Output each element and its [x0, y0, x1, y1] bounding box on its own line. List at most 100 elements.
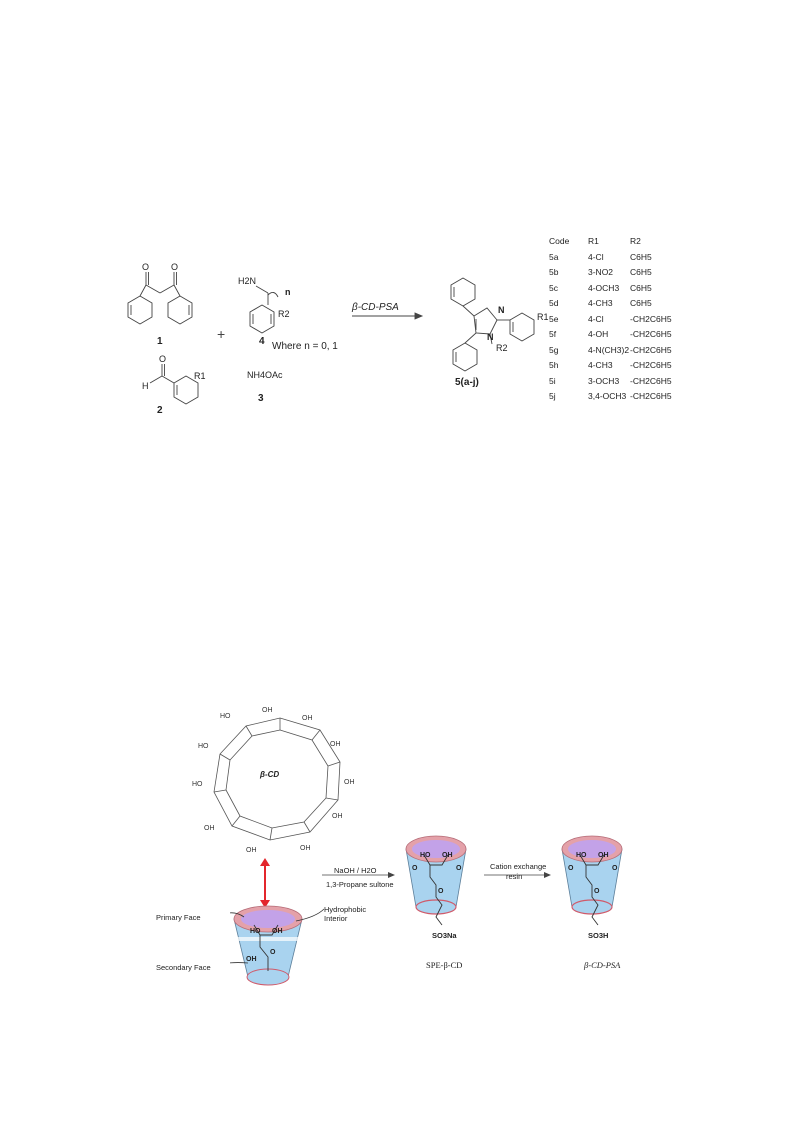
cyclodextrin-ring: OH OH OH OH OH OH OH OH HO HO HO: [192, 707, 355, 854]
svg-text:OH: OH: [344, 779, 355, 786]
product-r2: R2: [496, 343, 508, 353]
cell-r1: 4-Cl: [588, 313, 604, 324]
product-label: 5(a-j): [455, 377, 479, 388]
svg-text:HO: HO: [220, 713, 231, 720]
cell-code: 5i: [549, 375, 556, 386]
so3na-label: SO3Na: [432, 931, 457, 940]
header-r2: R2: [630, 236, 641, 246]
scheme1-drawing: [127, 272, 535, 405]
psa-label: β-CD-PSA: [584, 960, 621, 970]
svg-text:OH: OH: [262, 707, 273, 714]
svg-text:OH: OH: [332, 813, 343, 820]
step1-top-label: NaOH / H2O: [334, 866, 377, 875]
svg-text:O: O: [612, 865, 618, 872]
cell-code: 5b: [549, 267, 559, 277]
imidazole-n2: N: [487, 332, 494, 342]
secondary-face-label: Secondary Face: [156, 963, 211, 972]
where-n-text: Where n = 0, 1: [272, 341, 338, 352]
double-arrow: [260, 858, 270, 908]
amine-h2n: H2N: [238, 276, 257, 286]
hydrophobic-label: Hydrophobic: [324, 905, 367, 914]
table-row: 5c 4-OCH3 C6H5: [545, 283, 675, 299]
cell-code: 5a: [549, 251, 559, 262]
table-row: 5i 3-OCH3 -CH2C6H5: [545, 376, 675, 392]
compound-2-label: 2: [157, 405, 163, 416]
cell-r1: 4-OH: [588, 329, 609, 339]
svg-text:HO: HO: [576, 852, 587, 859]
svg-text:HO: HO: [198, 743, 209, 750]
cell-r1: 4-OCH3: [588, 282, 620, 293]
cell-r2: -CH2C6H5: [630, 313, 672, 324]
step1-bottom-label: 1,3-Propane sultone: [326, 880, 394, 889]
amine-n: n: [285, 287, 291, 297]
table-row: 5b 3-NO2 C6H5: [545, 267, 675, 283]
spe-label: SPE-β-CD: [426, 960, 463, 970]
primary-face-label: Primary Face: [156, 913, 201, 922]
svg-text:O: O: [438, 888, 444, 895]
cell-code: 5h: [549, 360, 559, 370]
nh4oac-label: NH4OAc: [247, 370, 283, 380]
aldehyde-h: H: [142, 381, 149, 391]
cone-a: HO OH O OH: [233, 905, 303, 986]
amine-r2: R2: [278, 309, 290, 319]
cell-code: 5f: [549, 329, 557, 339]
svg-text:OH: OH: [246, 956, 257, 963]
product-r1: R1: [537, 312, 549, 322]
svg-text:HO: HO: [420, 852, 431, 859]
svg-text:O: O: [270, 949, 276, 956]
plus-sign: +: [217, 326, 226, 342]
table-row: 5f 4-OH -CH2C6H5: [545, 329, 675, 345]
cell-code: 5c: [549, 282, 558, 293]
r1-aldehyde: R1: [194, 371, 206, 381]
svg-text:OH: OH: [246, 847, 257, 854]
svg-text:OH: OH: [330, 741, 341, 748]
cell-r1: 4-CH3: [588, 298, 613, 308]
cell-r1: 3-OCH3: [588, 375, 620, 386]
cell-code: 5d: [549, 298, 559, 308]
cd-label: β-CD: [260, 770, 280, 779]
cell-r2: -CH2C6H5: [630, 360, 672, 370]
table-row: 5e 4-Cl -CH2C6H5: [545, 314, 675, 330]
imidazole-n1: N: [498, 305, 505, 315]
catalyst-label: β-CD-PSA: [352, 302, 399, 313]
table-header-row: Code R1 R2: [545, 236, 675, 252]
cell-code: 5e: [549, 313, 559, 324]
cell-r2: -CH2C6H5: [630, 344, 672, 355]
header-code: Code: [549, 236, 570, 246]
benzil-o-right: O: [171, 262, 179, 272]
cell-r1: 4-CH3: [588, 360, 613, 370]
cell-r2: C6H5: [630, 282, 652, 293]
header-r1: R1: [588, 236, 599, 246]
svg-text:OH: OH: [302, 715, 313, 722]
cell-r2: C6H5: [630, 267, 652, 277]
cell-code: 5g: [549, 344, 559, 355]
svg-text:HO: HO: [192, 781, 203, 788]
aldehyde-o: O: [159, 354, 167, 364]
svg-text:OH: OH: [272, 928, 283, 935]
svg-text:OH: OH: [598, 852, 609, 859]
compound-4-label: 4: [259, 336, 265, 347]
interior-label: Interior: [324, 914, 348, 923]
cell-r1: 3,4-OCH3: [588, 391, 627, 401]
cell-r2: C6H5: [630, 298, 652, 308]
table-row: 5d 4-CH3 C6H5: [545, 298, 675, 314]
svg-text:OH: OH: [300, 845, 311, 852]
cell-r1: 4-Cl: [588, 251, 604, 262]
svg-text:OH: OH: [442, 852, 453, 859]
cell-r2: -CH2C6H5: [630, 329, 672, 339]
svg-text:OH: OH: [204, 825, 215, 832]
svg-text:O: O: [594, 888, 600, 895]
svg-text:HO: HO: [250, 928, 261, 935]
benzil-o-left: O: [142, 262, 150, 272]
step2-top-label: Cation exchange: [490, 862, 547, 871]
cell-r2: -CH2C6H5: [630, 375, 672, 386]
cell-r1: 3-NO2: [588, 267, 614, 277]
svg-text:O: O: [412, 865, 418, 872]
